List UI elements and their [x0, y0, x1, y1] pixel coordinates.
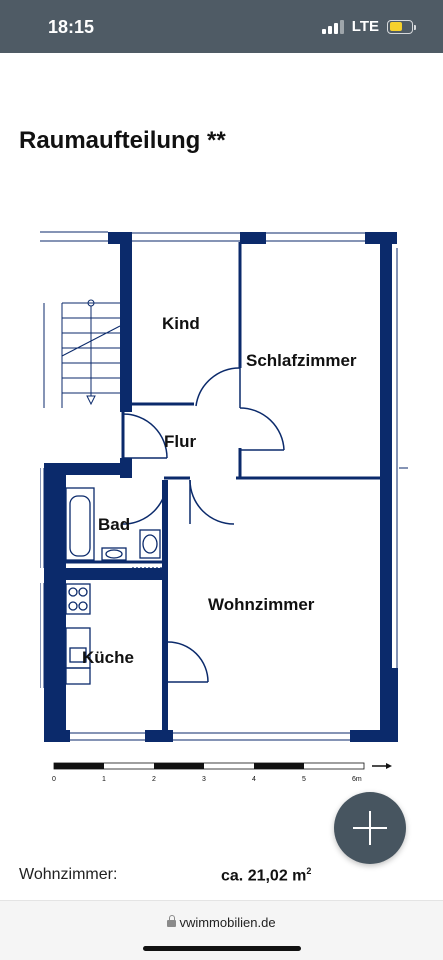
room-label-flur: Flur: [164, 432, 196, 451]
signal-icon: [321, 19, 344, 34]
plus-icon: [353, 811, 387, 845]
scale-tick-label: 3: [202, 776, 206, 783]
status-indicators: LTE: [321, 18, 416, 35]
scale-tick-label: 0: [52, 776, 56, 783]
network-label: LTE: [351, 18, 379, 35]
scale-tick-label: 1: [102, 776, 106, 783]
status-bar: 18:15 LTE: [0, 0, 443, 53]
url-bar[interactable]: vwimmobilien.de: [0, 915, 443, 930]
battery-icon: [387, 19, 416, 34]
floorplan-doors: [122, 367, 285, 683]
detail-value-unit: 2: [306, 866, 312, 876]
detail-value-text: ca. 21,02 m: [221, 867, 307, 885]
floorplan-interior-walls: [66, 242, 382, 564]
room-label-wohnzimmer: Wohnzimmer: [208, 595, 315, 614]
scale-tick-label: 2: [152, 776, 156, 783]
home-indicator[interactable]: [143, 946, 301, 951]
floorplan-fixtures: [65, 487, 162, 685]
scale-tick-label: 6m: [352, 776, 362, 783]
add-button[interactable]: [334, 792, 406, 864]
detail-value: ca. 21,02 m2: [221, 866, 311, 885]
room-label-schlafzimmer: Schlafzimmer: [246, 351, 357, 370]
detail-row-wohnzimmer: Wohnzimmer: ca. 21,02 m2: [19, 866, 419, 888]
battery-fill: [389, 22, 403, 31]
url-text: vwimmobilien.de: [179, 915, 276, 930]
lock-icon: [167, 915, 177, 927]
room-label-bad: Bad: [98, 515, 130, 534]
scale-tick-label: 5: [302, 776, 306, 783]
floorplan[interactable]: Kind Schlafzimmer Flur Bad Wohnzimmer Kü…: [40, 228, 410, 793]
status-time: 18:15: [48, 17, 95, 37]
room-label-kind: Kind: [162, 314, 200, 333]
scale-bar: 0 1 2 3 4 5 6m: [52, 762, 392, 783]
floorplan-thin-lines: [40, 231, 408, 741]
floorplan-walls: [44, 232, 398, 742]
page-title: Raumaufteilung **: [19, 127, 226, 154]
battery-tip: [414, 24, 416, 30]
detail-label: Wohnzimmer:: [19, 866, 118, 883]
room-label-kueche: Küche: [82, 648, 134, 667]
room-labels: Kind Schlafzimmer Flur Bad Wohnzimmer Kü…: [82, 314, 357, 667]
browser-bottom-bar: vwimmobilien.de: [0, 900, 443, 960]
scale-tick-label: 4: [252, 776, 256, 783]
scale-ticks: 0 1 2 3 4 5 6m: [52, 776, 362, 783]
